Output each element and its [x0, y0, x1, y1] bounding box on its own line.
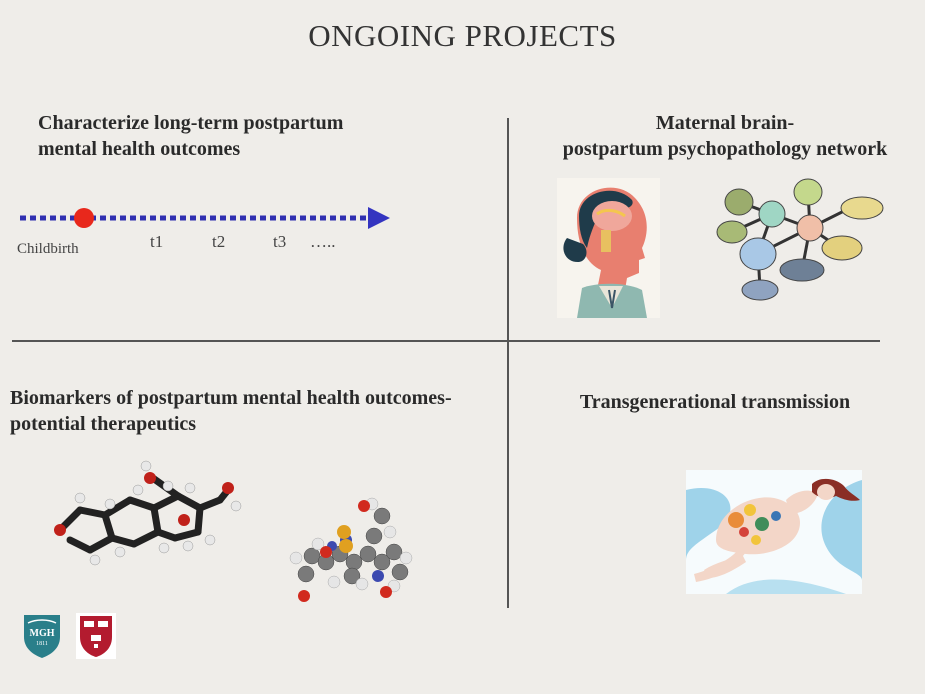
- network-diagram: [716, 178, 884, 301]
- network-node: [716, 220, 748, 244]
- timeline-point-t3: t3: [273, 232, 287, 251]
- vertical-divider: [507, 118, 509, 608]
- timeline-ellipsis: …..: [310, 232, 336, 251]
- timeline-point-t1: t1: [150, 232, 164, 251]
- network-node: [793, 178, 823, 206]
- network-node: [724, 188, 754, 216]
- woman-brain-illustration: [557, 178, 660, 318]
- heading-line-2: postpartum psychopathology network: [562, 138, 888, 160]
- network-node: [779, 258, 825, 282]
- heading-transgenerational: Transgenerational transmission: [579, 391, 851, 413]
- heading-line-2: potential therapeutics: [10, 413, 197, 435]
- network-node: [758, 200, 786, 228]
- heading-line-1: Biomarkers of postpartum mental health o…: [10, 387, 452, 409]
- peptide-molecule-model: [289, 497, 413, 602]
- network-node: [739, 237, 777, 271]
- slide-title: ONGOING PROJECTS: [308, 18, 617, 53]
- network-node: [741, 279, 779, 301]
- heading-maternal-brain: Maternal brain- postpartum psychopatholo…: [515, 110, 925, 162]
- network-node: [840, 196, 884, 220]
- network-node: [821, 235, 863, 261]
- harvard-shield-logo: [76, 613, 116, 659]
- mgh-logo-year: 1811: [36, 641, 48, 647]
- mgh-shield-logo: [24, 615, 60, 658]
- steroid-molecule-model: [54, 460, 242, 566]
- timeline-arrow: [20, 207, 390, 229]
- pregnant-woman-illustration: [686, 470, 862, 594]
- horizontal-divider: [12, 340, 880, 342]
- heading-line-1: Maternal brain-: [655, 112, 795, 134]
- heading-line-1: Characterize long-term postpartum: [38, 112, 344, 134]
- heading-line-2: mental health outcomes: [38, 138, 241, 160]
- timeline-point-t2: t2: [212, 232, 226, 251]
- network-node: [796, 214, 824, 242]
- heading-biomarkers: Biomarkers of postpartum mental health o…: [10, 385, 505, 437]
- mgh-logo-text: MGH: [29, 628, 55, 639]
- heading-longterm-outcomes: Characterize long-term postpartum mental…: [38, 110, 343, 162]
- timeline-start-label: Childbirth: [17, 241, 79, 257]
- childbirth-dot: [74, 208, 94, 228]
